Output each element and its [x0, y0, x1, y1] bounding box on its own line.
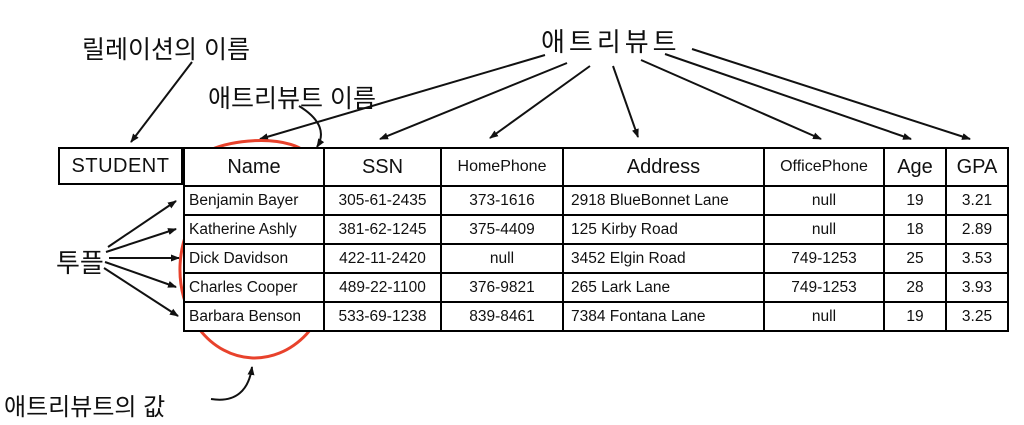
- table-cell: 3.53: [945, 243, 1009, 274]
- header-row: Name SSN HomePhone Address OfficePhone A…: [183, 147, 1009, 187]
- table-cell: Barbara Benson: [183, 301, 325, 332]
- column-header-homephone: HomePhone: [440, 147, 564, 187]
- table-cell: 3452 Elgin Road: [562, 243, 765, 274]
- column-header-age: Age: [883, 147, 947, 187]
- arrow-tuple-row4: [104, 261, 177, 288]
- table-cell: Charles Cooper: [183, 272, 325, 303]
- table-cell: 3.25: [945, 301, 1009, 332]
- table-cell: 18: [883, 214, 947, 245]
- table-cell: 2918 BlueBonnet Lane: [562, 185, 765, 216]
- table-cell: 25: [883, 243, 947, 274]
- tuples-label: 투플: [56, 248, 104, 278]
- table-cell: 375-4409: [440, 214, 564, 245]
- table-cell: 373-1616: [440, 185, 564, 216]
- relation-title: STUDENT: [71, 154, 170, 177]
- table-cell: Dick Davidson: [183, 243, 325, 274]
- attribute-value-label: 애트리뷰트의 값: [4, 394, 166, 421]
- arrow-tuple-row1: [107, 200, 177, 248]
- table-cell: 2.89: [945, 214, 1009, 245]
- table-cell: 305-61-2435: [323, 185, 442, 216]
- table-cell: 376-9821: [440, 272, 564, 303]
- arrow-attribute-name-curve: [298, 105, 325, 148]
- student-table: Name SSN HomePhone Address OfficePhone A…: [183, 147, 1009, 332]
- arrow-attribute-value-curve: [210, 366, 255, 401]
- arrow-tuple-row5: [103, 267, 179, 317]
- column-header-gpa: GPA: [945, 147, 1009, 187]
- table-cell: 489-22-1100: [323, 272, 442, 303]
- arrow-attr-to-name: [259, 54, 546, 141]
- table-cell: 3.21: [945, 185, 1009, 216]
- relation-name-label: 릴레이션의 이름: [82, 36, 250, 64]
- table-cell: 3.93: [945, 272, 1009, 303]
- table-cell: 7384 Fontana Lane: [562, 301, 765, 332]
- relation-title-box: STUDENT: [58, 147, 183, 185]
- table-cell: 749-1253: [763, 243, 885, 274]
- table-cell: 125 Kirby Road: [562, 214, 765, 245]
- column-header-address: Address: [562, 147, 765, 187]
- table-cell: null: [763, 301, 885, 332]
- table-cell: 19: [883, 185, 947, 216]
- arrow-attr-to-age: [664, 53, 912, 140]
- arrow-attr-to-address: [612, 65, 639, 138]
- attribute-name-label: 애트리뷰트 이름: [208, 85, 376, 113]
- table-cell: 533-69-1238: [323, 301, 442, 332]
- table-cell: Benjamin Bayer: [183, 185, 325, 216]
- table-cell: 839-8461: [440, 301, 564, 332]
- table-cell: 422-11-2420: [323, 243, 442, 274]
- column-header-officephone: OfficePhone: [763, 147, 885, 187]
- arrow-attr-to-gpa: [691, 48, 971, 140]
- arrow-attr-to-ssn: [379, 62, 568, 140]
- arrow-relation-name: [130, 61, 193, 143]
- column-header-ssn: SSN: [323, 147, 442, 187]
- table-cell: 19: [883, 301, 947, 332]
- table-cell: 749-1253: [763, 272, 885, 303]
- table-cell: 381-62-1245: [323, 214, 442, 245]
- table-cell: 265 Lark Lane: [562, 272, 765, 303]
- arrow-tuple-row2: [105, 228, 177, 253]
- attributes-label: 애트리뷰트: [541, 27, 681, 57]
- column-header-name: Name: [183, 147, 325, 187]
- arrow-attr-to-homephone: [489, 65, 591, 139]
- table-cell: null: [440, 243, 564, 274]
- arrow-group: [103, 48, 971, 401]
- table-cell: null: [763, 214, 885, 245]
- table-cell: 28: [883, 272, 947, 303]
- arrow-attr-to-officephone: [640, 59, 822, 140]
- table-cell: null: [763, 185, 885, 216]
- table-cell: Katherine Ashly: [183, 214, 325, 245]
